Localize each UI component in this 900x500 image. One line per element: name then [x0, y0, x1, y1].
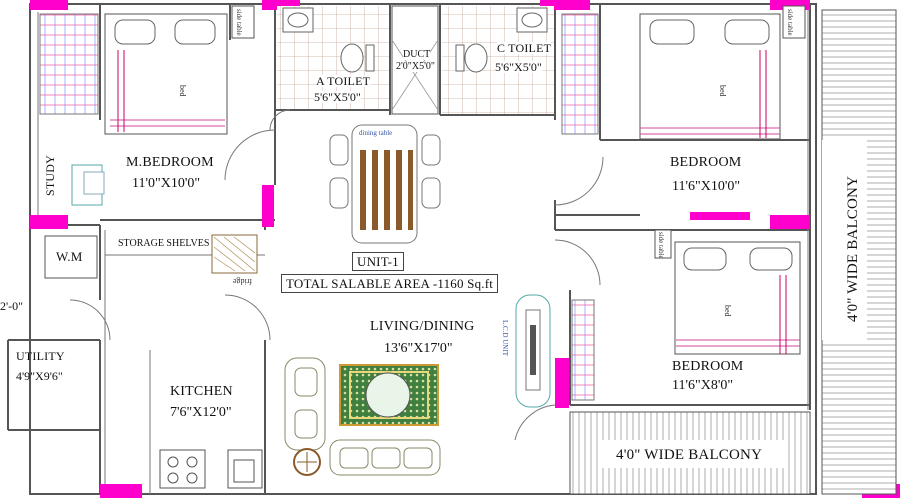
side-table: [231, 5, 806, 259]
side-table-label: side table: [235, 9, 243, 36]
master-bedroom-dims: 11'0"X10'0": [132, 176, 201, 191]
side-table-label: side table: [786, 9, 794, 36]
fridge-label: fridge: [232, 277, 252, 286]
bed: [104, 13, 801, 355]
balcony-label-bg: [822, 140, 867, 340]
sink: [227, 449, 263, 489]
storage-name: STORAGE SHELVES: [118, 238, 210, 249]
balcony-right-name: 4'0" WIDE BALCONY: [845, 175, 861, 322]
dining-table-label: dining table: [359, 129, 392, 137]
balcony-bottom-name: 4'0" WIDE BALCONY: [616, 447, 763, 463]
duct-name: DUCT: [403, 49, 431, 60]
wardrobe: [39, 13, 99, 115]
kitchen-name: KITCHEN: [170, 384, 233, 399]
stove: [159, 449, 206, 489]
wc: [340, 43, 488, 73]
master-bedroom-name: M.BEDROOM: [126, 155, 214, 170]
fridge-hatch: [213, 236, 256, 272]
total-area-label: TOTAL SALABLE AREA -1160 Sq.ft: [281, 274, 499, 293]
bed-label: bed: [718, 85, 727, 97]
kitchen-dims: 7'6"X12'0": [170, 405, 232, 420]
study-name: STUDY: [43, 154, 57, 196]
bedroom-top-name: BEDROOM: [670, 155, 742, 170]
a-toilet-name: A TOILET: [316, 74, 371, 88]
utility-name: UTILITY: [16, 349, 65, 363]
bedroom-top-dims: 11'6"X10'0": [672, 179, 741, 194]
study-desk: [71, 164, 105, 206]
duct-dims: 2'0"X5'0": [396, 61, 435, 72]
door-swings: [69, 109, 604, 441]
bed-label: bed: [178, 85, 187, 97]
a-toilet-dims: 5'6"X5'0": [314, 90, 361, 104]
living-dining-name: LIVING/DINING: [370, 319, 475, 334]
c-toilet-dims: 5'6"X5'0": [495, 60, 542, 74]
bedroom-bottom-name: BEDROOM: [672, 359, 744, 374]
utility-dims: 4'9"X9'6": [16, 369, 63, 383]
living-dining-dims: 13'6"X17'0": [384, 341, 453, 356]
lcd-unit: [515, 294, 551, 408]
side-table-label: side table: [657, 232, 665, 259]
rug: [339, 364, 439, 426]
unit-label: UNIT-1: [352, 252, 404, 271]
wardrobe: [571, 299, 595, 401]
wm-name: W.M: [56, 249, 83, 264]
lamp-table: [293, 448, 321, 476]
duct-area: [391, 5, 439, 115]
wash-basin: [282, 7, 548, 33]
sofa: [284, 357, 441, 476]
lcd-unit-label: L.C.D UNIT: [501, 320, 509, 357]
dining-table: [329, 124, 441, 244]
wardrobe: [561, 13, 599, 135]
c-toilet-name: C TOILET: [497, 41, 552, 55]
balcony-label-bg: [598, 440, 788, 468]
edge-dimension: 2'-0": [0, 299, 24, 313]
bedroom-bottom-dims: 11'6"X8'0": [672, 378, 734, 393]
washing-machine: [44, 235, 98, 279]
bed-label: bed: [723, 305, 732, 317]
